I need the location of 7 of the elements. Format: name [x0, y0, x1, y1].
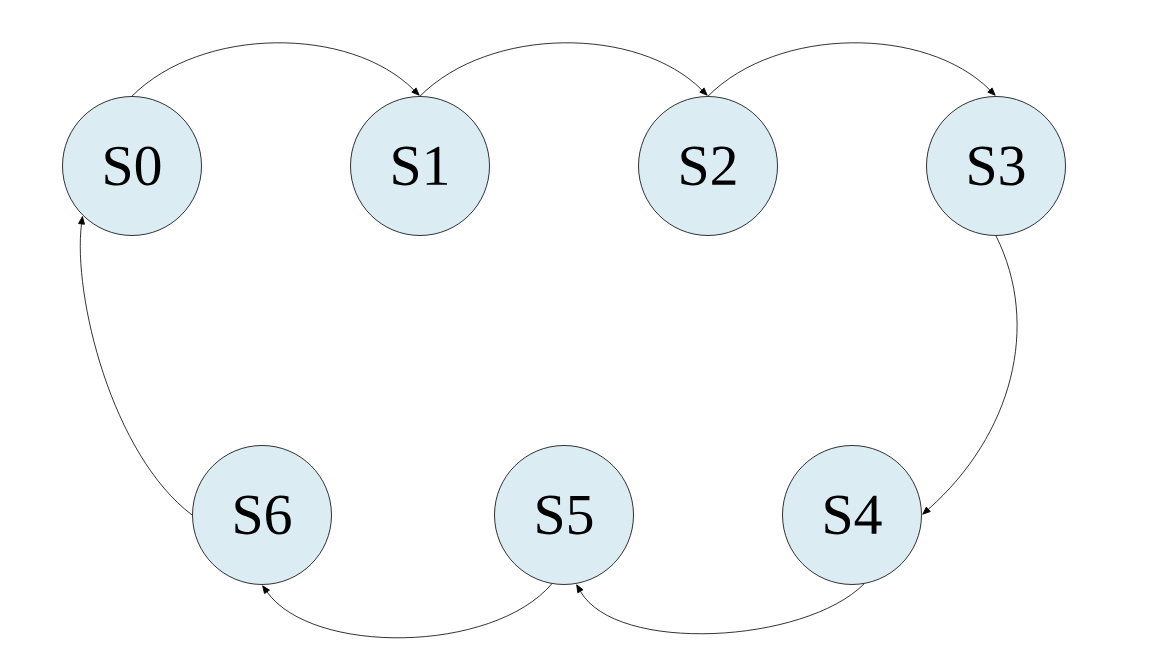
arrow	[922, 235, 1018, 515]
arrow	[78, 216, 193, 516]
arrow	[576, 583, 865, 634]
arrow	[131, 42, 420, 97]
arrow	[707, 42, 996, 97]
arrow	[419, 42, 708, 97]
arrow	[262, 583, 553, 639]
